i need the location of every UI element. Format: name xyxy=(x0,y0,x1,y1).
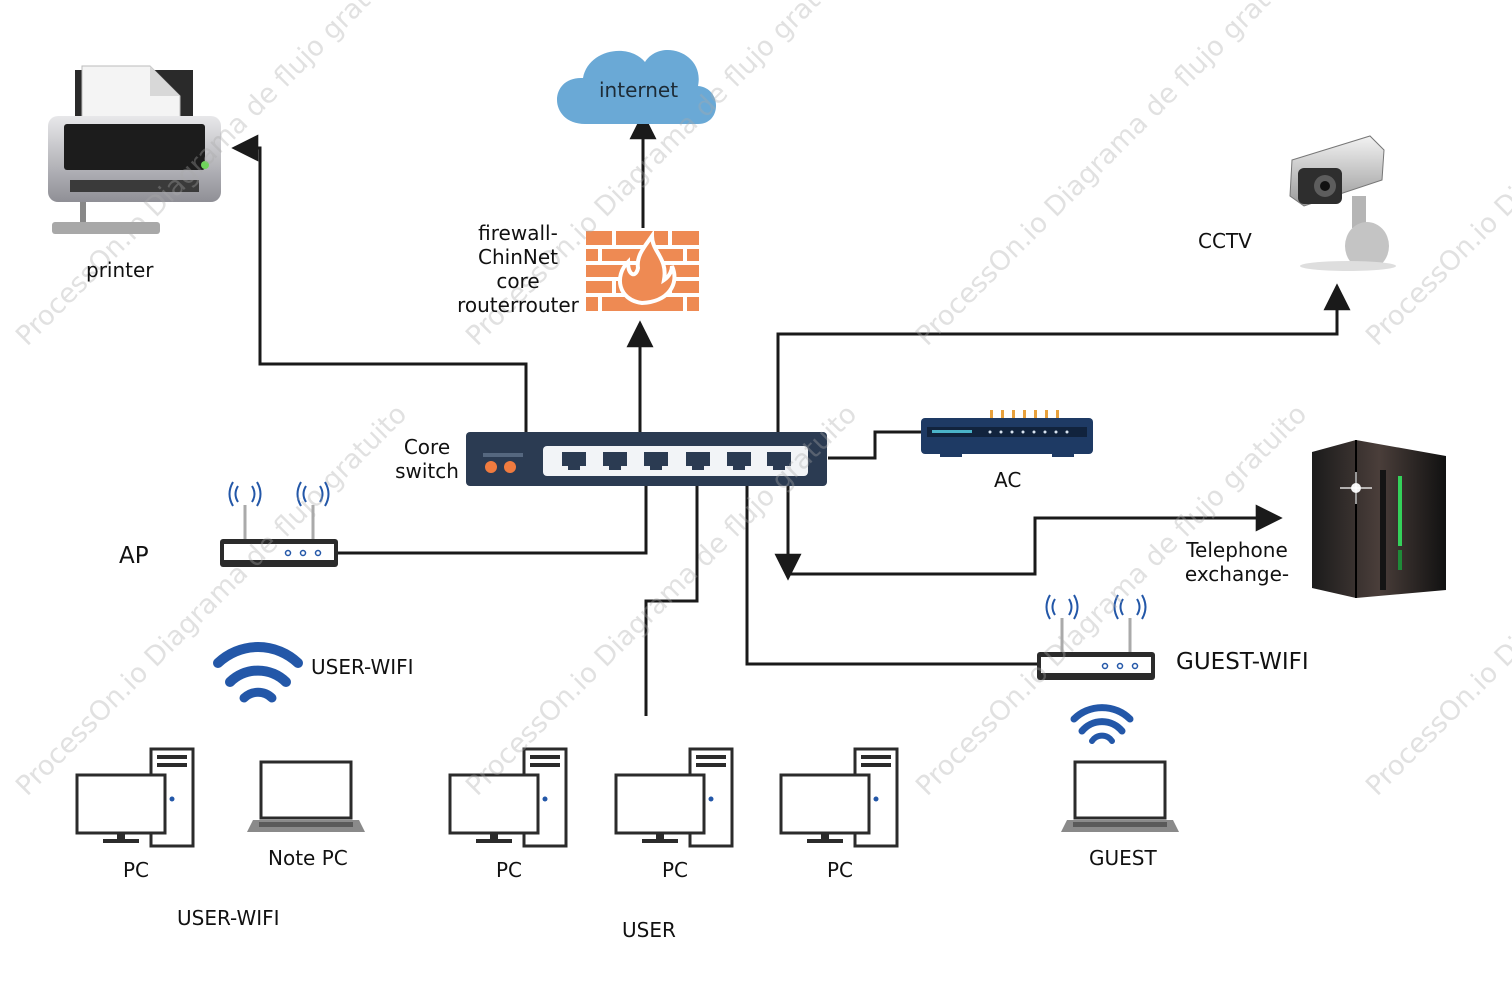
note-pc-label: Note PC xyxy=(268,846,348,870)
pc-label: PC xyxy=(662,858,689,882)
user-group-label: USER xyxy=(622,918,676,942)
core-switch-label: Core switch xyxy=(395,435,459,483)
desktop-pc-icon xyxy=(614,747,734,848)
desktop-pc-icon xyxy=(779,747,899,848)
printer-label: printer xyxy=(86,258,154,282)
ac-controller-icon xyxy=(921,410,1093,457)
desktop-pc-icon xyxy=(448,747,568,848)
wifi-icon xyxy=(213,642,303,703)
cctv-camera-icon xyxy=(1289,135,1396,271)
pc-label: PC xyxy=(496,858,523,882)
connections xyxy=(231,112,1351,716)
user-wifi-group-label: USER-WIFI xyxy=(177,906,280,930)
cloud-icon xyxy=(556,49,716,124)
switch-icon xyxy=(466,432,827,486)
ap-router-icon xyxy=(220,481,338,567)
telephone-exchange-label: Telephone exchange- xyxy=(1184,538,1290,586)
internet-label: internet xyxy=(599,78,679,102)
firewall-label: firewall- ChinNet core routerrouter xyxy=(457,221,579,317)
desktop-pc-icon xyxy=(75,747,195,848)
link-switch-user xyxy=(644,486,699,716)
user-wifi-signal-label: USER-WIFI xyxy=(311,655,414,679)
guest-wifi-icon xyxy=(1070,704,1134,744)
ap-label: AP xyxy=(119,543,149,569)
ac-label: AC xyxy=(994,468,1022,492)
pc-label: PC xyxy=(123,858,150,882)
pc-label: PC xyxy=(827,858,854,882)
link-switch-ap xyxy=(338,486,648,555)
guest-wifi-label: GUEST-WIFI xyxy=(1176,649,1309,675)
link-switch-guestwifi xyxy=(745,486,1038,666)
laptop-icon xyxy=(247,760,365,832)
cctv-label: CCTV xyxy=(1198,229,1252,253)
guest-label: GUEST xyxy=(1089,846,1157,870)
guest-router-icon xyxy=(1037,594,1155,680)
link-switch-ac xyxy=(828,430,921,460)
link-telephone xyxy=(790,504,1283,576)
printer-icon xyxy=(48,65,221,234)
link-switch-cctv xyxy=(776,283,1351,432)
laptop-icon xyxy=(1061,760,1179,832)
firewall-icon xyxy=(586,229,699,311)
server-icon xyxy=(1312,440,1446,598)
link-switch-printer xyxy=(231,134,528,432)
